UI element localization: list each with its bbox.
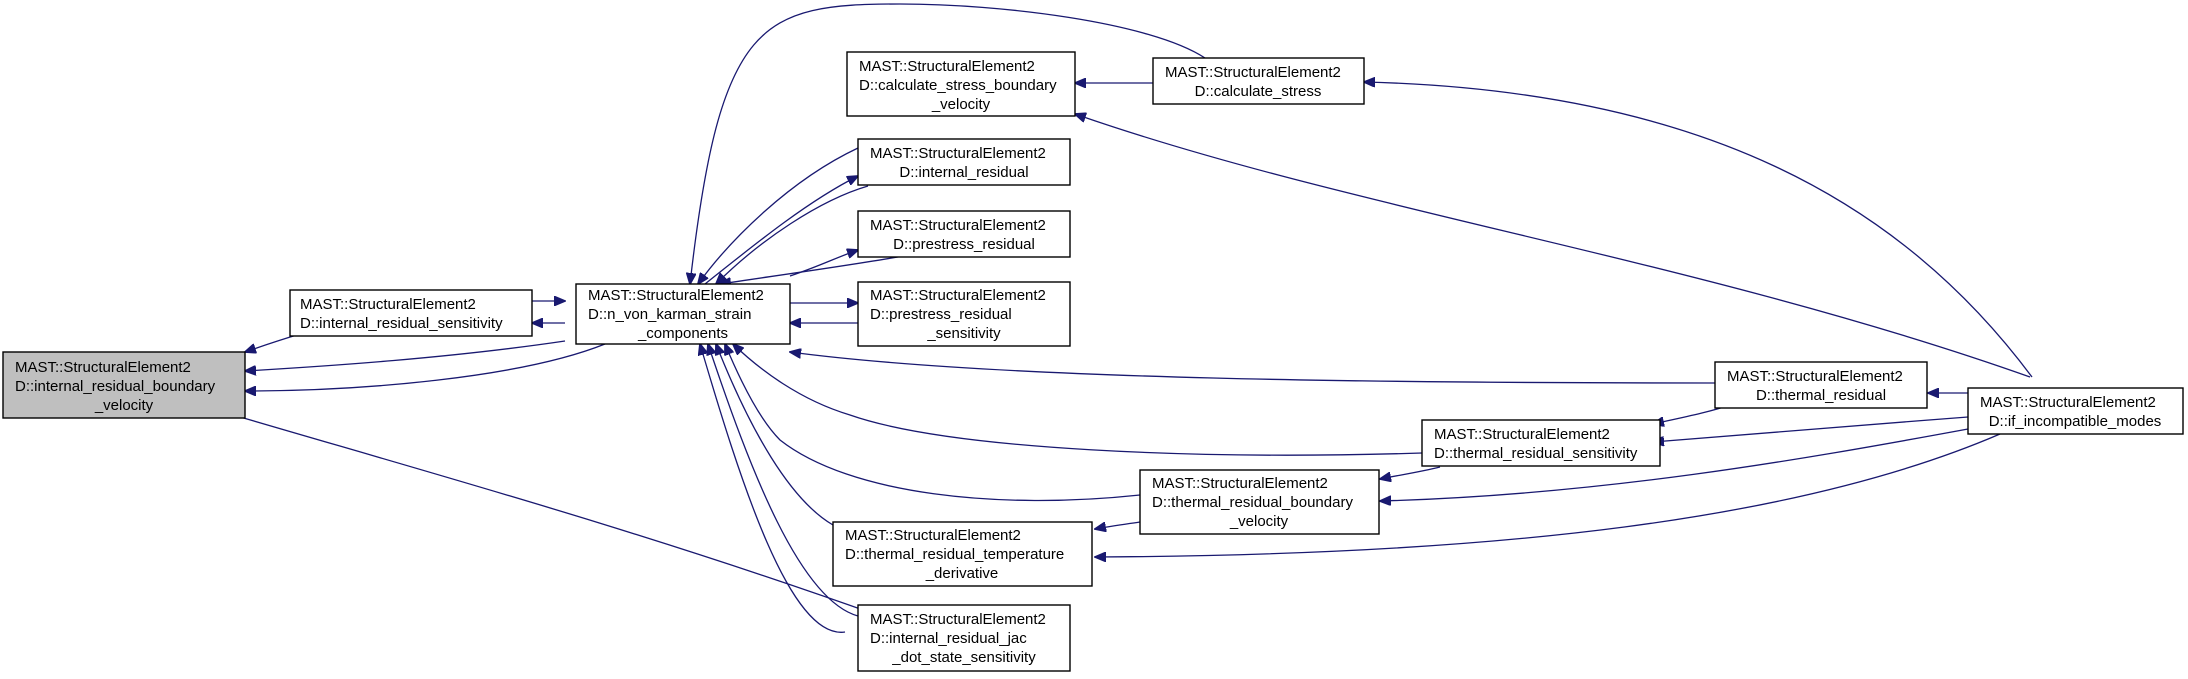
- node-line: D::internal_residual: [899, 164, 1028, 181]
- node-prestress-residual-sensitivity[interactable]: MAST::StructuralElement2 D::prestress_re…: [857, 281, 1071, 347]
- edge-calc-sbv-to-nvk: [698, 147, 859, 284]
- node-thermal-residual-sensitivity[interactable]: MAST::StructuralElement2 D::thermal_resi…: [1421, 419, 1661, 467]
- edge-int-res-to-nvk: [716, 185, 869, 284]
- edge-nvk-to-pre-res: [789, 250, 858, 277]
- node-line: _velocity: [94, 397, 154, 414]
- edge-th-res-bv-to-th-res-td: [1095, 521, 1141, 529]
- edge-th-res-to-nvk: [790, 352, 1716, 384]
- edge-pre-res-to-nvk: [720, 253, 916, 284]
- node-line: D::calculate_stress_boundary: [859, 77, 1057, 94]
- edge-th-res-bv-to-nvk: [725, 344, 1141, 502]
- node-line: MAST::StructuralElement2: [1152, 475, 1328, 492]
- node-internal-residual-sensitivity[interactable]: MAST::StructuralElement2 D::internal_res…: [289, 289, 533, 337]
- edge-nvk-to-ib-vel-lower: [245, 343, 606, 391]
- node-line: MAST::StructuralElement2: [870, 217, 1046, 234]
- edge-if-inc-to-th-res-td: [1095, 433, 2001, 557]
- node-line: _sensitivity: [926, 325, 1001, 342]
- edge-calc-s-to-nvk: [690, 3, 1206, 284]
- node-n-von-karman-strain-components[interactable]: MAST::StructuralElement2 D::n_von_karman…: [575, 283, 791, 345]
- node-if-incompatible-modes[interactable]: MAST::StructuralElement2 D::if_incompati…: [1967, 387, 2184, 435]
- node-line: _derivative: [925, 565, 999, 582]
- node-line: MAST::StructuralElement2: [588, 287, 764, 304]
- node-line: D::if_incompatible_modes: [1989, 413, 2162, 430]
- edge-if-inc-to-calc-s: [1364, 82, 2033, 378]
- node-line: D::prestress_residual: [893, 236, 1035, 253]
- node-thermal-residual-boundary-velocity[interactable]: MAST::StructuralElement2 D::thermal_resi…: [1139, 469, 1380, 535]
- edge-ir-jac-to-nvk-b: [700, 344, 846, 633]
- edge-if-inc-to-th-res-bv: [1380, 428, 1969, 501]
- edge-th-res-s-to-nvk: [733, 344, 1423, 456]
- edge-ir-jac-to-ib-vel: [229, 413, 880, 616]
- node-line: MAST::StructuralElement2: [845, 527, 1021, 544]
- node-line: D::internal_residual_boundary: [15, 378, 216, 395]
- node-line: MAST::StructuralElement2: [1434, 426, 1610, 443]
- node-line: D::thermal_residual_sensitivity: [1434, 445, 1638, 462]
- edge-ir-jac-to-nvk-a: [708, 344, 859, 617]
- node-internal-residual-jac-dot-state-sensitivity[interactable]: MAST::StructuralElement2 D::internal_res…: [857, 604, 1071, 672]
- node-line: MAST::StructuralElement2: [870, 287, 1046, 304]
- node-internal-residual-boundary-velocity[interactable]: MAST::StructuralElement2 D::internal_res…: [2, 351, 246, 419]
- node-line: D::n_von_karman_strain: [588, 306, 751, 323]
- node-line: MAST::StructuralElement2: [1165, 64, 1341, 81]
- node-line: MAST::StructuralElement2: [15, 359, 191, 376]
- node-calculate-stress-boundary-velocity[interactable]: MAST::StructuralElement2 D::calculate_st…: [846, 51, 1076, 117]
- node-line: MAST::StructuralElement2: [1980, 394, 2156, 411]
- node-line: D::internal_residual_sensitivity: [300, 315, 503, 332]
- node-line: D::internal_residual_jac: [870, 630, 1027, 647]
- edge-nvk-to-int-res: [704, 176, 858, 285]
- node-line: D::thermal_residual_temperature: [845, 546, 1064, 563]
- node-line: D::prestress_residual: [870, 306, 1012, 323]
- edge-if-inc-to-calc-sbv: [1075, 114, 2031, 378]
- node-line: _components: [637, 325, 728, 342]
- edge-if-inc-to-th-res-s: [1653, 416, 1969, 442]
- node-calculate-stress[interactable]: MAST::StructuralElement2 D::calculate_st…: [1152, 57, 1365, 105]
- node-line: MAST::StructuralElement2: [859, 58, 1035, 75]
- node-line: _velocity: [931, 96, 991, 113]
- node-thermal-residual[interactable]: MAST::StructuralElement2 D::thermal_resi…: [1714, 361, 1928, 409]
- node-thermal-residual-temperature-derivative[interactable]: MAST::StructuralElement2 D::thermal_resi…: [832, 521, 1093, 587]
- edge-th-res-td-to-nvk: [716, 344, 834, 526]
- node-line: MAST::StructuralElement2: [870, 611, 1046, 628]
- node-line: MAST::StructuralElement2: [870, 145, 1046, 162]
- node-line: _dot_state_sensitivity: [891, 649, 1036, 666]
- nodes: MAST::StructuralElement2 D::internal_res…: [2, 51, 2184, 672]
- node-line: D::calculate_stress: [1195, 83, 1322, 100]
- edge-nvk-to-ib-vel-upper: [245, 340, 566, 371]
- edge-th-res-s-to-th-res-bv: [1380, 466, 1441, 479]
- node-line: D::thermal_residual: [1756, 387, 1886, 404]
- node-prestress-residual[interactable]: MAST::StructuralElement2 D::prestress_re…: [857, 210, 1071, 258]
- node-line: MAST::StructuralElement2: [1727, 368, 1903, 385]
- edges: [229, 3, 2033, 633]
- node-line: MAST::StructuralElement2: [300, 296, 476, 313]
- node-line: _velocity: [1229, 513, 1289, 530]
- node-internal-residual[interactable]: MAST::StructuralElement2 D::internal_res…: [857, 138, 1071, 186]
- edge-ir-sens-to-ib-vel: [245, 333, 301, 352]
- node-line: D::thermal_residual_boundary: [1152, 494, 1353, 511]
